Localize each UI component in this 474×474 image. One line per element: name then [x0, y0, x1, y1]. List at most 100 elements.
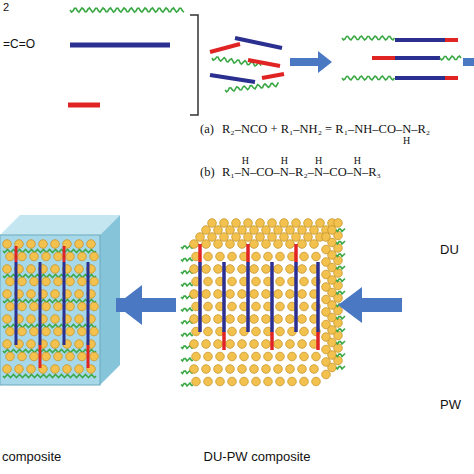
- paraffin-particle: [214, 365, 223, 374]
- paraffin-particle: [334, 244, 343, 253]
- paraffin-particle: [204, 377, 213, 386]
- paraffin-particle: [3, 340, 12, 349]
- hard-segment: [246, 244, 250, 262]
- paraffin-particle: [310, 226, 319, 235]
- polymer-chain: [336, 279, 345, 282]
- process-arrow: [463, 58, 474, 66]
- paraffin-particle: [288, 352, 297, 361]
- paraffin-particle: [298, 315, 307, 324]
- paraffin-particle: [312, 252, 321, 261]
- component-label: PW: [440, 398, 461, 413]
- polymer-chain: [336, 329, 345, 332]
- isocyanate-segment: [395, 76, 445, 80]
- polymer-chain: [336, 254, 345, 257]
- paraffin-particle: [300, 277, 309, 286]
- isocyanate-segment: [235, 38, 282, 48]
- paraffin-particle: [42, 327, 51, 336]
- paraffin-particle: [18, 302, 27, 311]
- paraffin-particle: [244, 219, 253, 228]
- paraffin-particle: [66, 277, 75, 286]
- hard-segment: [63, 246, 66, 262]
- panel-caption: DU-PW composite: [204, 449, 311, 465]
- paraffin-particle: [190, 365, 199, 374]
- paraffin-particle: [228, 327, 237, 336]
- paraffin-particle: [202, 265, 211, 274]
- paraffin-particle: [202, 240, 211, 249]
- paraffin-particle: [262, 240, 271, 249]
- paraffin-particle: [42, 277, 51, 286]
- paraffin-particle: [286, 315, 295, 324]
- paraffin-particle: [6, 327, 15, 336]
- paraffin-particle: [286, 240, 295, 249]
- components-group: [68, 8, 198, 115]
- cube-front-face: [0, 235, 100, 385]
- figure-panel: DU-PW composite: [178, 215, 336, 465]
- paraffin-particle: [276, 327, 285, 336]
- paraffin-particle: [268, 219, 277, 228]
- polymer-chain: [181, 283, 193, 286]
- polymer-chain: [342, 76, 395, 80]
- paraffin-particle: [276, 277, 285, 286]
- polymer-chain: [181, 258, 193, 261]
- paraffin-particle: [264, 352, 273, 361]
- paraffin-particle: [228, 252, 237, 261]
- polymer-chain: [181, 358, 193, 361]
- paraffin-particle: [304, 233, 313, 242]
- paraffin-particle: [276, 252, 285, 261]
- hard-segment: [87, 345, 90, 368]
- paraffin-particle: [51, 265, 60, 274]
- paraffin-particle: [274, 365, 283, 374]
- isocyanate-segment: [198, 262, 202, 332]
- polymer-chain: [336, 366, 345, 369]
- paraffin-particle: [3, 240, 12, 249]
- paraffin-particle: [310, 240, 319, 249]
- paraffin-particle: [286, 265, 295, 274]
- cube-top-face: [0, 215, 120, 235]
- polymer-chain: [336, 241, 345, 244]
- paraffin-particle: [54, 252, 63, 261]
- paraffin-particle: [322, 370, 331, 379]
- isocyanate-segment: [63, 262, 66, 345]
- paraffin-particle: [334, 269, 343, 278]
- paraffin-particle: [190, 315, 199, 324]
- paraffin-particle: [75, 315, 84, 324]
- hard-segment: [316, 332, 320, 350]
- paraffin-particle: [298, 340, 307, 349]
- paraffin-particle: [66, 302, 75, 311]
- hard-segment: [445, 76, 458, 80]
- paraffin-particle: [190, 340, 199, 349]
- paraffin-particle: [252, 277, 261, 286]
- component-label: DU: [440, 243, 459, 258]
- paraffin-particle: [304, 219, 313, 228]
- paraffin-particle: [276, 377, 285, 386]
- hydrogen-atom: H: [315, 155, 322, 167]
- paraffin-particle: [238, 365, 247, 374]
- paraffin-particle: [54, 277, 63, 286]
- hard-segment: [248, 60, 280, 66]
- hard-segment: [294, 244, 298, 262]
- paraffin-particle: [274, 240, 283, 249]
- paraffin-particle: [51, 290, 60, 299]
- paraffin-particle: [214, 290, 223, 299]
- paraffin-particle: [252, 327, 261, 336]
- paraffin-particle: [6, 352, 15, 361]
- paraffin-particle: [264, 252, 273, 261]
- paraffin-particle: [334, 256, 343, 265]
- paraffin-particle: [78, 327, 87, 336]
- polymer-chain: [181, 308, 193, 311]
- paraffin-particle: [30, 352, 39, 361]
- paraffin-particle: [66, 252, 75, 261]
- paraffin-particle: [228, 277, 237, 286]
- paraffin-particle: [214, 265, 223, 274]
- paraffin-particle: [312, 352, 321, 361]
- formula-fragment: =C=O: [3, 38, 35, 52]
- paraffin-particle: [42, 352, 51, 361]
- paraffin-particle: [202, 340, 211, 349]
- paraffin-particle: [226, 290, 235, 299]
- paraffin-particle: [232, 233, 241, 242]
- hard-segment: [372, 56, 395, 60]
- isocyanate-segment: [15, 262, 18, 345]
- paraffin-particle: [274, 265, 283, 274]
- paraffin-particle: [27, 265, 36, 274]
- paraffin-particle: [334, 306, 343, 315]
